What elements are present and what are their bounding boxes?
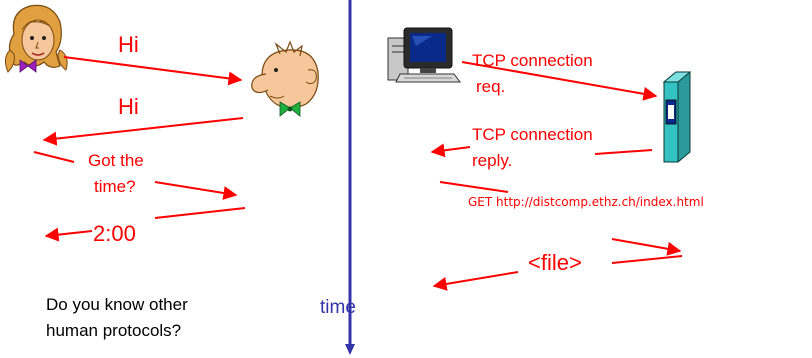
hi-message-label: Hi (118, 32, 139, 57)
tcp-reply-arrow-tail (594, 149, 653, 155)
tcp-reply-label-line1: TCP connection (472, 125, 593, 144)
get-request-arrow-head (611, 238, 682, 256)
get-request-label: GET http://distcomp.ethz.ch/index.html (468, 195, 704, 209)
time-question-label-line1: Got the (88, 151, 144, 170)
time-answer-arrow-head (44, 227, 93, 242)
hi-reply-message-label: Hi (118, 94, 139, 119)
tcp-req-arrow (461, 61, 658, 101)
human-message-arrows (33, 56, 246, 242)
server-icon (662, 71, 692, 163)
file-response-label: <file> (528, 250, 582, 275)
woman-icon (4, 4, 68, 73)
time-question-label-line2: time? (94, 177, 136, 196)
file-arrow-tail (611, 255, 683, 264)
get-request-arrow-tail (439, 181, 509, 193)
tcp-req-label-line1: TCP connection (472, 51, 593, 70)
question-line2: human protocols? (46, 321, 182, 340)
computer-message-arrows (430, 61, 683, 291)
question-line1: Do you know other (46, 295, 188, 314)
tcp-reply-label-line2: reply. (472, 151, 513, 170)
tcp-reply-arrow-head (430, 143, 471, 158)
time-question-arrow-tail (154, 181, 238, 200)
timeline-label: time (320, 297, 356, 318)
file-arrow-head (432, 271, 519, 291)
timeline-arrow-icon (345, 0, 355, 355)
time-answer-label: 2:00 (93, 221, 136, 246)
hi-reply-arrow (42, 117, 244, 146)
man-icon (251, 40, 319, 117)
time-question-arrow-head (33, 151, 75, 163)
hi-request-arrow (63, 56, 243, 86)
time-answer-arrow-tail (154, 207, 246, 219)
computer-icon (387, 27, 461, 83)
tcp-req-label-line2: req. (476, 77, 506, 96)
